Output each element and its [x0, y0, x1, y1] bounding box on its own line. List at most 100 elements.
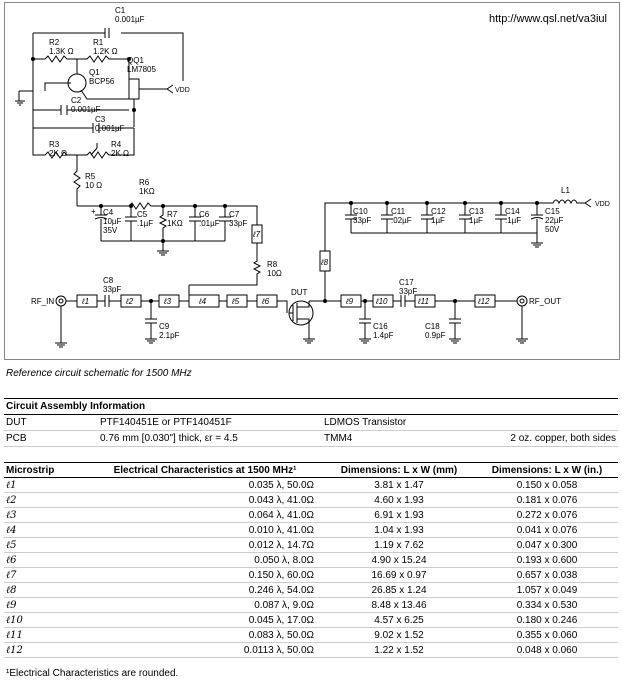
c15-value: 22µF	[545, 216, 564, 225]
microstrip-name: ℓ9	[4, 597, 88, 613]
rf-in-label: RF_IN	[31, 297, 54, 306]
c8-value: 33pF	[103, 285, 121, 294]
table-cell: 0.150 λ, 60.0Ω	[88, 567, 322, 583]
line-label: ℓ2	[125, 297, 134, 306]
line-label: ℓ9	[345, 297, 354, 306]
c8-name: C8	[103, 276, 114, 285]
table-cell: 0.181 x 0.076	[476, 492, 618, 508]
q1-name: Q1	[89, 68, 100, 77]
table-cell: 0.043 λ, 41.0Ω	[88, 492, 322, 508]
line-label: ℓ5	[231, 297, 240, 306]
r5-name: R5	[85, 172, 96, 181]
c14-value: .1µF	[505, 216, 521, 225]
table-cell: 0.041 x 0.076	[476, 522, 618, 538]
schematic-drawing: +	[15, 6, 610, 348]
c3-name: C3	[95, 115, 106, 124]
c16-name: C16	[373, 322, 388, 331]
c12-name: C12	[431, 207, 446, 216]
microstrip-name: ℓ12	[4, 642, 88, 658]
circuit-schematic: +	[4, 2, 620, 360]
table-cell: 0.010 λ, 41.0Ω	[88, 522, 322, 538]
c16-value: 1.4pF	[373, 331, 394, 340]
c17-name: C17	[399, 278, 414, 287]
c7-value: 33pF	[229, 219, 247, 228]
table-cell: 1.19 x 7.62	[322, 537, 476, 553]
c17-value: 33pF	[399, 287, 417, 296]
r4-name: R4	[111, 140, 122, 149]
table-cell: 0.0113 λ, 50.0Ω	[88, 642, 322, 658]
schematic-caption: Reference circuit schematic for 1500 MHz	[6, 368, 192, 379]
l8-label: ℓ8	[320, 258, 329, 267]
c9-name: C9	[159, 322, 170, 331]
table-cell: 0.050 λ, 8.0Ω	[88, 552, 322, 568]
c4-voltage: 35V	[103, 226, 118, 235]
table-cell: 0.047 x 0.300	[476, 537, 618, 553]
table-cell: 0.064 λ, 41.0Ω	[88, 507, 322, 523]
vdd2-label: VDD	[595, 201, 610, 208]
table-cell: 0.012 λ, 14.7Ω	[88, 537, 322, 553]
microstrip-name: ℓ11	[4, 627, 88, 643]
table-cell: LDMOS Transistor	[322, 414, 476, 431]
table-cell: 6.91 x 1.93	[322, 507, 476, 523]
r8-value: 10Ω	[267, 269, 282, 278]
r3-value: 2K Ω	[49, 149, 67, 158]
table-cell: 1.04 x 1.93	[322, 522, 476, 538]
line-label: ℓ3	[163, 297, 172, 306]
table-cell: 0.76 mm [0.030"] thick, εr = 4.5	[98, 430, 322, 447]
r5-value: 10 Ω	[85, 181, 102, 190]
r4-value: 2K Ω	[111, 149, 129, 158]
table-cell: DUT	[4, 414, 98, 431]
microstrip-name: ℓ6	[4, 552, 88, 568]
line-label: ℓ10	[375, 297, 388, 306]
table-cell: 1.057 x 0.049	[476, 582, 618, 598]
table-cell: 26.85 x 1.24	[322, 582, 476, 598]
c13-name: C13	[469, 207, 484, 216]
microstrip-name: ℓ2	[4, 492, 88, 508]
l1-label: L1	[561, 186, 570, 195]
table-cell: 0.657 x 0.038	[476, 567, 618, 583]
q1-value: BCP56	[89, 77, 115, 86]
table-cell: 4.90 x 15.24	[322, 552, 476, 568]
r1-name: R1	[93, 38, 104, 47]
column-header: Dimensions: L x W (mm)	[322, 462, 476, 478]
c4-value: 10µF	[103, 217, 122, 226]
table-cell: 0.355 x 0.060	[476, 627, 618, 643]
qq1-name: QQ1	[127, 56, 144, 65]
table-cell: 0.083 λ, 50.0Ω	[88, 627, 322, 643]
r1-value: 1.2K Ω	[93, 47, 118, 56]
r6-value: 1KΩ	[139, 187, 155, 196]
qq1-value: LM7805	[127, 65, 156, 74]
microstrip-name: ℓ7	[4, 567, 88, 583]
c18-name: C18	[425, 322, 440, 331]
c12-value: 1µF	[431, 216, 445, 225]
table-cell: 0.035 λ, 50.0Ω	[88, 477, 322, 493]
table-cell	[476, 414, 618, 431]
table-cell: 0.045 λ, 17.0Ω	[88, 612, 322, 628]
assembly-title: Circuit Assembly Information	[4, 398, 618, 415]
table-cell: PCB	[4, 430, 98, 447]
microstrip-name: ℓ5	[4, 537, 88, 553]
c6-name: C6	[199, 210, 210, 219]
r2-name: R2	[49, 38, 60, 47]
c10-name: C10	[353, 207, 368, 216]
c5-name: C5	[137, 210, 148, 219]
table-cell: 0.334 x 0.530	[476, 597, 618, 613]
microstrip-name: ℓ1	[4, 477, 88, 493]
c2-value: 0.001µF	[71, 105, 101, 114]
microstrip-table: Microstrip Electrical Characteristics at…	[4, 462, 618, 658]
table-cell: 0.150 x 0.058	[476, 477, 618, 493]
r7-value: 1KΩ	[167, 219, 183, 228]
table-cell: 3.81 x 1.47	[322, 477, 476, 493]
column-header: Electrical Characteristics at 1500 MHz¹	[88, 462, 322, 478]
c4-name: C4	[103, 208, 114, 217]
table-cell: PTF140451E or PTF140451F	[98, 414, 322, 431]
c2-name: C2	[71, 96, 82, 105]
table-cell: 8.48 x 13.46	[322, 597, 476, 613]
